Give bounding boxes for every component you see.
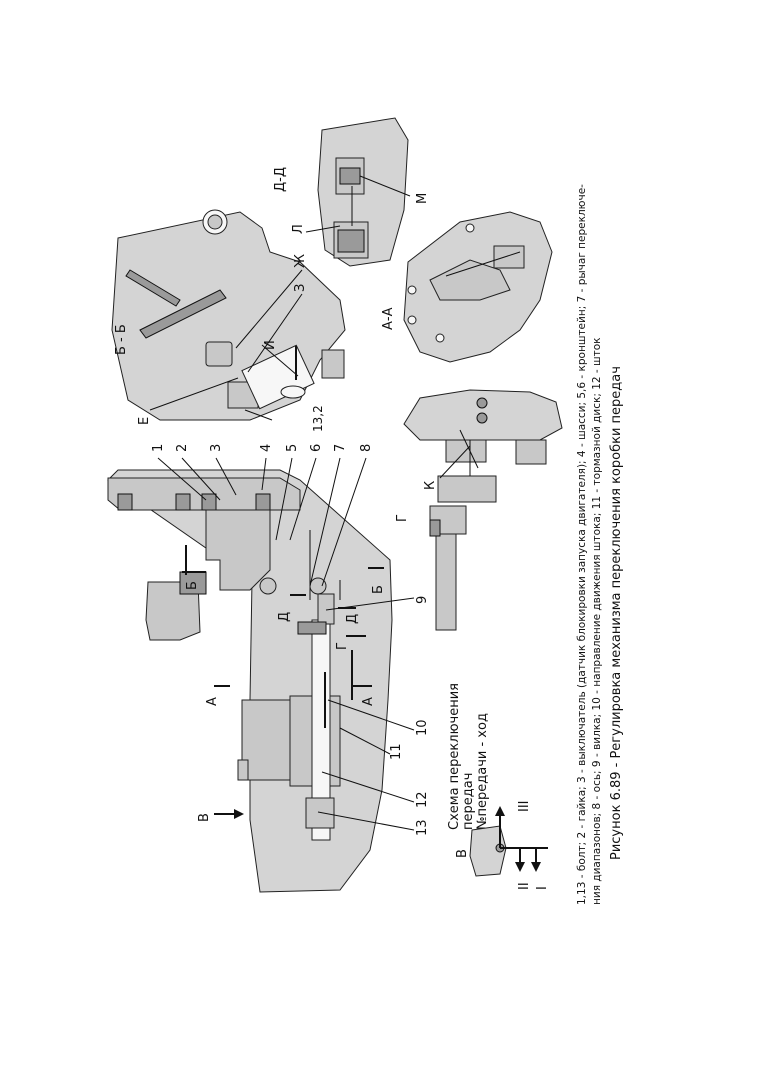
scheme-line-1: Схема переключения: [447, 683, 462, 830]
callout-5: 5: [285, 444, 300, 452]
callout-I: И: [263, 340, 278, 350]
view-label-bb: Б - Б: [114, 324, 129, 355]
view-label-dd: Д-Д: [273, 167, 288, 192]
shift-scheme: Схема переключения передач №передачи - х…: [447, 683, 550, 890]
callout-E: Е: [137, 417, 152, 425]
callout-9: 9: [415, 596, 430, 604]
callout-8: 8: [359, 444, 374, 452]
callout-K: К: [423, 481, 438, 490]
section-mark-A2: А: [361, 697, 376, 706]
section-bb: Б - Б Е Ж З И 13,2: [111, 209, 346, 432]
callout-3: 3: [209, 444, 224, 452]
callout-M: М: [415, 193, 430, 204]
scheme-line-2: передач: [461, 773, 476, 830]
figure-caption: 1,13 - болт; 2 - гайка; 3 - выключатель …: [576, 184, 624, 905]
gear-III: III: [517, 800, 532, 812]
view-label-aa: А-А: [381, 307, 396, 330]
figure-title: Рисунок 6.89 - Регулировка механизма пер…: [609, 366, 624, 860]
section-aa: А-А: [381, 211, 553, 363]
section-mark-D2: Д: [345, 614, 360, 624]
view-label-v: В: [455, 849, 470, 858]
arrow-label-V: В: [197, 813, 212, 822]
callout-L: Л: [291, 224, 306, 234]
callout-11: 11: [389, 743, 404, 760]
callout-13: 13: [415, 819, 430, 836]
caption-line-1: 1,13 - болт; 2 - гайка; 3 - выключатель …: [576, 184, 588, 905]
scheme-line-3: №передачи - ход: [475, 713, 490, 830]
section-mark-B1: Б: [185, 581, 200, 590]
section-mark-D1: Д: [277, 612, 292, 622]
gear-I: I: [535, 886, 550, 890]
callout-Zh: Ж: [293, 254, 308, 268]
callout-6: 6: [309, 444, 324, 452]
section-mark-B2: Б: [371, 585, 386, 594]
callout-4: 4: [259, 444, 274, 452]
view-g: Г К: [395, 389, 563, 631]
caption-line-2: ния диапазонов; 8 - ось; 9 - вилка; 10 -…: [591, 337, 603, 905]
callout-7: 7: [333, 444, 348, 452]
callout-12: 12: [415, 791, 430, 808]
section-mark-G: Г: [335, 642, 350, 650]
section-mark-A1: А: [205, 697, 220, 706]
callout-2: 2: [175, 444, 190, 452]
callout-10: 10: [415, 719, 430, 736]
callout-1: 1: [151, 444, 166, 452]
dimension-13-2: 13,2: [311, 405, 325, 432]
gear-II: II: [517, 882, 532, 890]
section-dd: Д-Д Л М: [273, 117, 430, 267]
callout-Z: З: [293, 284, 308, 292]
view-label-g: Г: [395, 514, 410, 522]
main-view: А А Б Б Д Д Г В 1 2 3 4 5 6 7 8 9 10 11 …: [107, 444, 430, 893]
